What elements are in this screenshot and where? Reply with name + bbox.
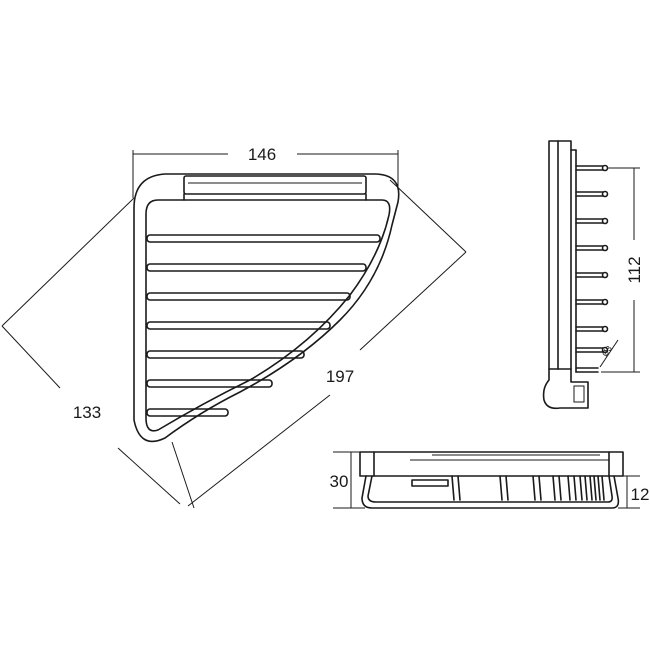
front-top-plate <box>359 451 624 477</box>
top-view: 146 133 <box>1 145 467 509</box>
front-view: 30 12 <box>330 451 650 509</box>
side-view: 112 Ø3 <box>542 140 644 410</box>
dimension-side-height: 112 <box>601 167 644 373</box>
dimension-left-diagonal: 133 <box>1 197 195 509</box>
side-rods <box>575 164 609 373</box>
wire-slats <box>146 234 381 417</box>
wire-diameter-label: Ø3 <box>600 344 614 358</box>
dimension-top-width: 146 <box>132 145 399 198</box>
side-wall-plate <box>548 140 572 370</box>
wire-diameter-callout: Ø3 <box>599 339 619 368</box>
dimension-right-diagonal: 197 <box>187 179 467 507</box>
dimension-front-height: 30 <box>330 451 365 509</box>
front-basket-body <box>361 475 620 509</box>
basket-inner-outline <box>145 199 391 432</box>
mounting-plate <box>183 175 367 201</box>
dim-197-label: 197 <box>326 367 354 386</box>
dim-133-label: 133 <box>73 403 101 422</box>
dim-112-label: 112 <box>625 256 644 283</box>
dim-146-label: 146 <box>248 145 276 164</box>
dimension-front-inner: 12 <box>618 475 650 509</box>
dim-30-label: 30 <box>330 472 349 491</box>
side-bottom-clip <box>542 368 589 410</box>
front-vertical-wires <box>451 475 605 501</box>
basket-outer-outline <box>133 173 400 443</box>
dim-12-label: 12 <box>631 485 650 504</box>
